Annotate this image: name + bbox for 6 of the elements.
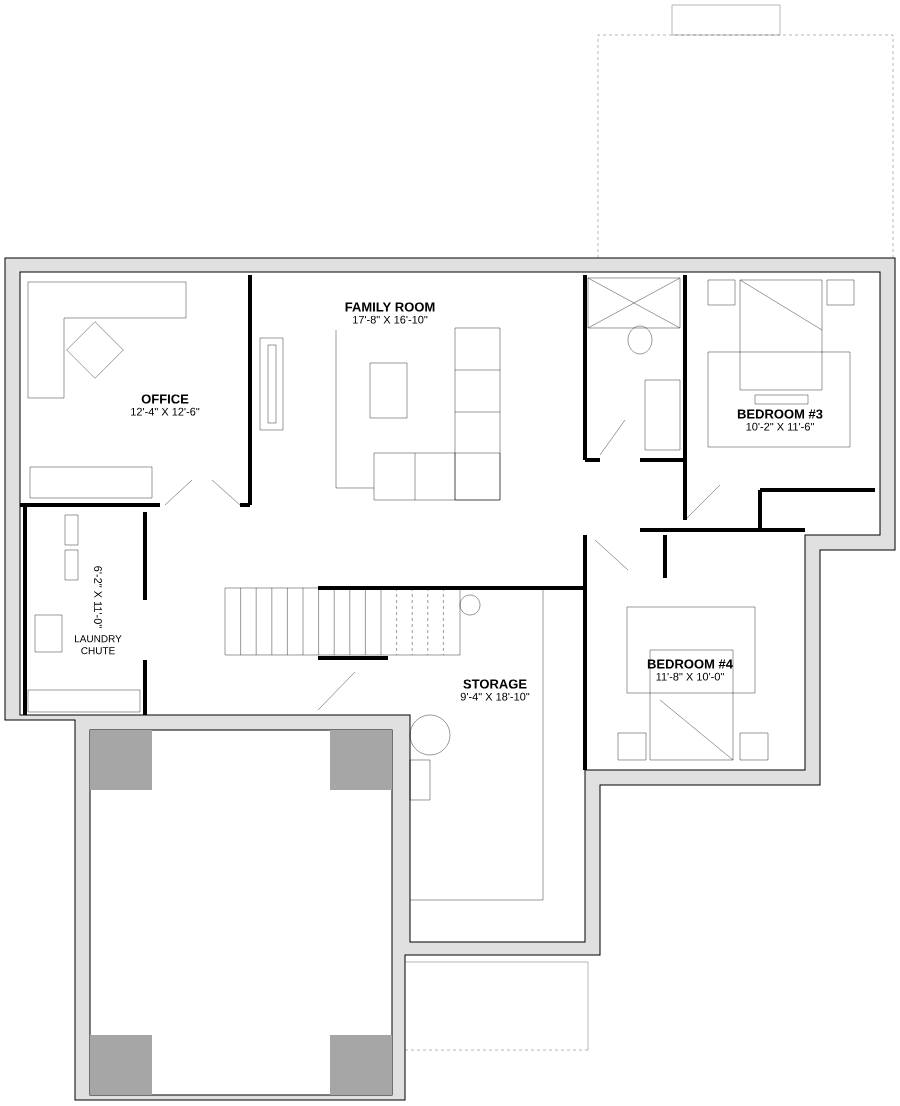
room-label: BEDROOM #4 11'-8" X 10'-0" <box>647 659 733 681</box>
room-label: 6'-2" X 11'-0" LAUNDRY CHUTE <box>75 566 122 655</box>
room-label: OFFICE 12'-4" X 12'-6" <box>131 394 200 416</box>
room-label: BEDROOM #3 10'-2" X 11'-6" <box>737 409 823 431</box>
room-label: FAMILY ROOM 17'-8" X 16'-10" <box>345 302 435 324</box>
room-label: STORAGE 9'-4" X 18'-10" <box>460 679 530 701</box>
